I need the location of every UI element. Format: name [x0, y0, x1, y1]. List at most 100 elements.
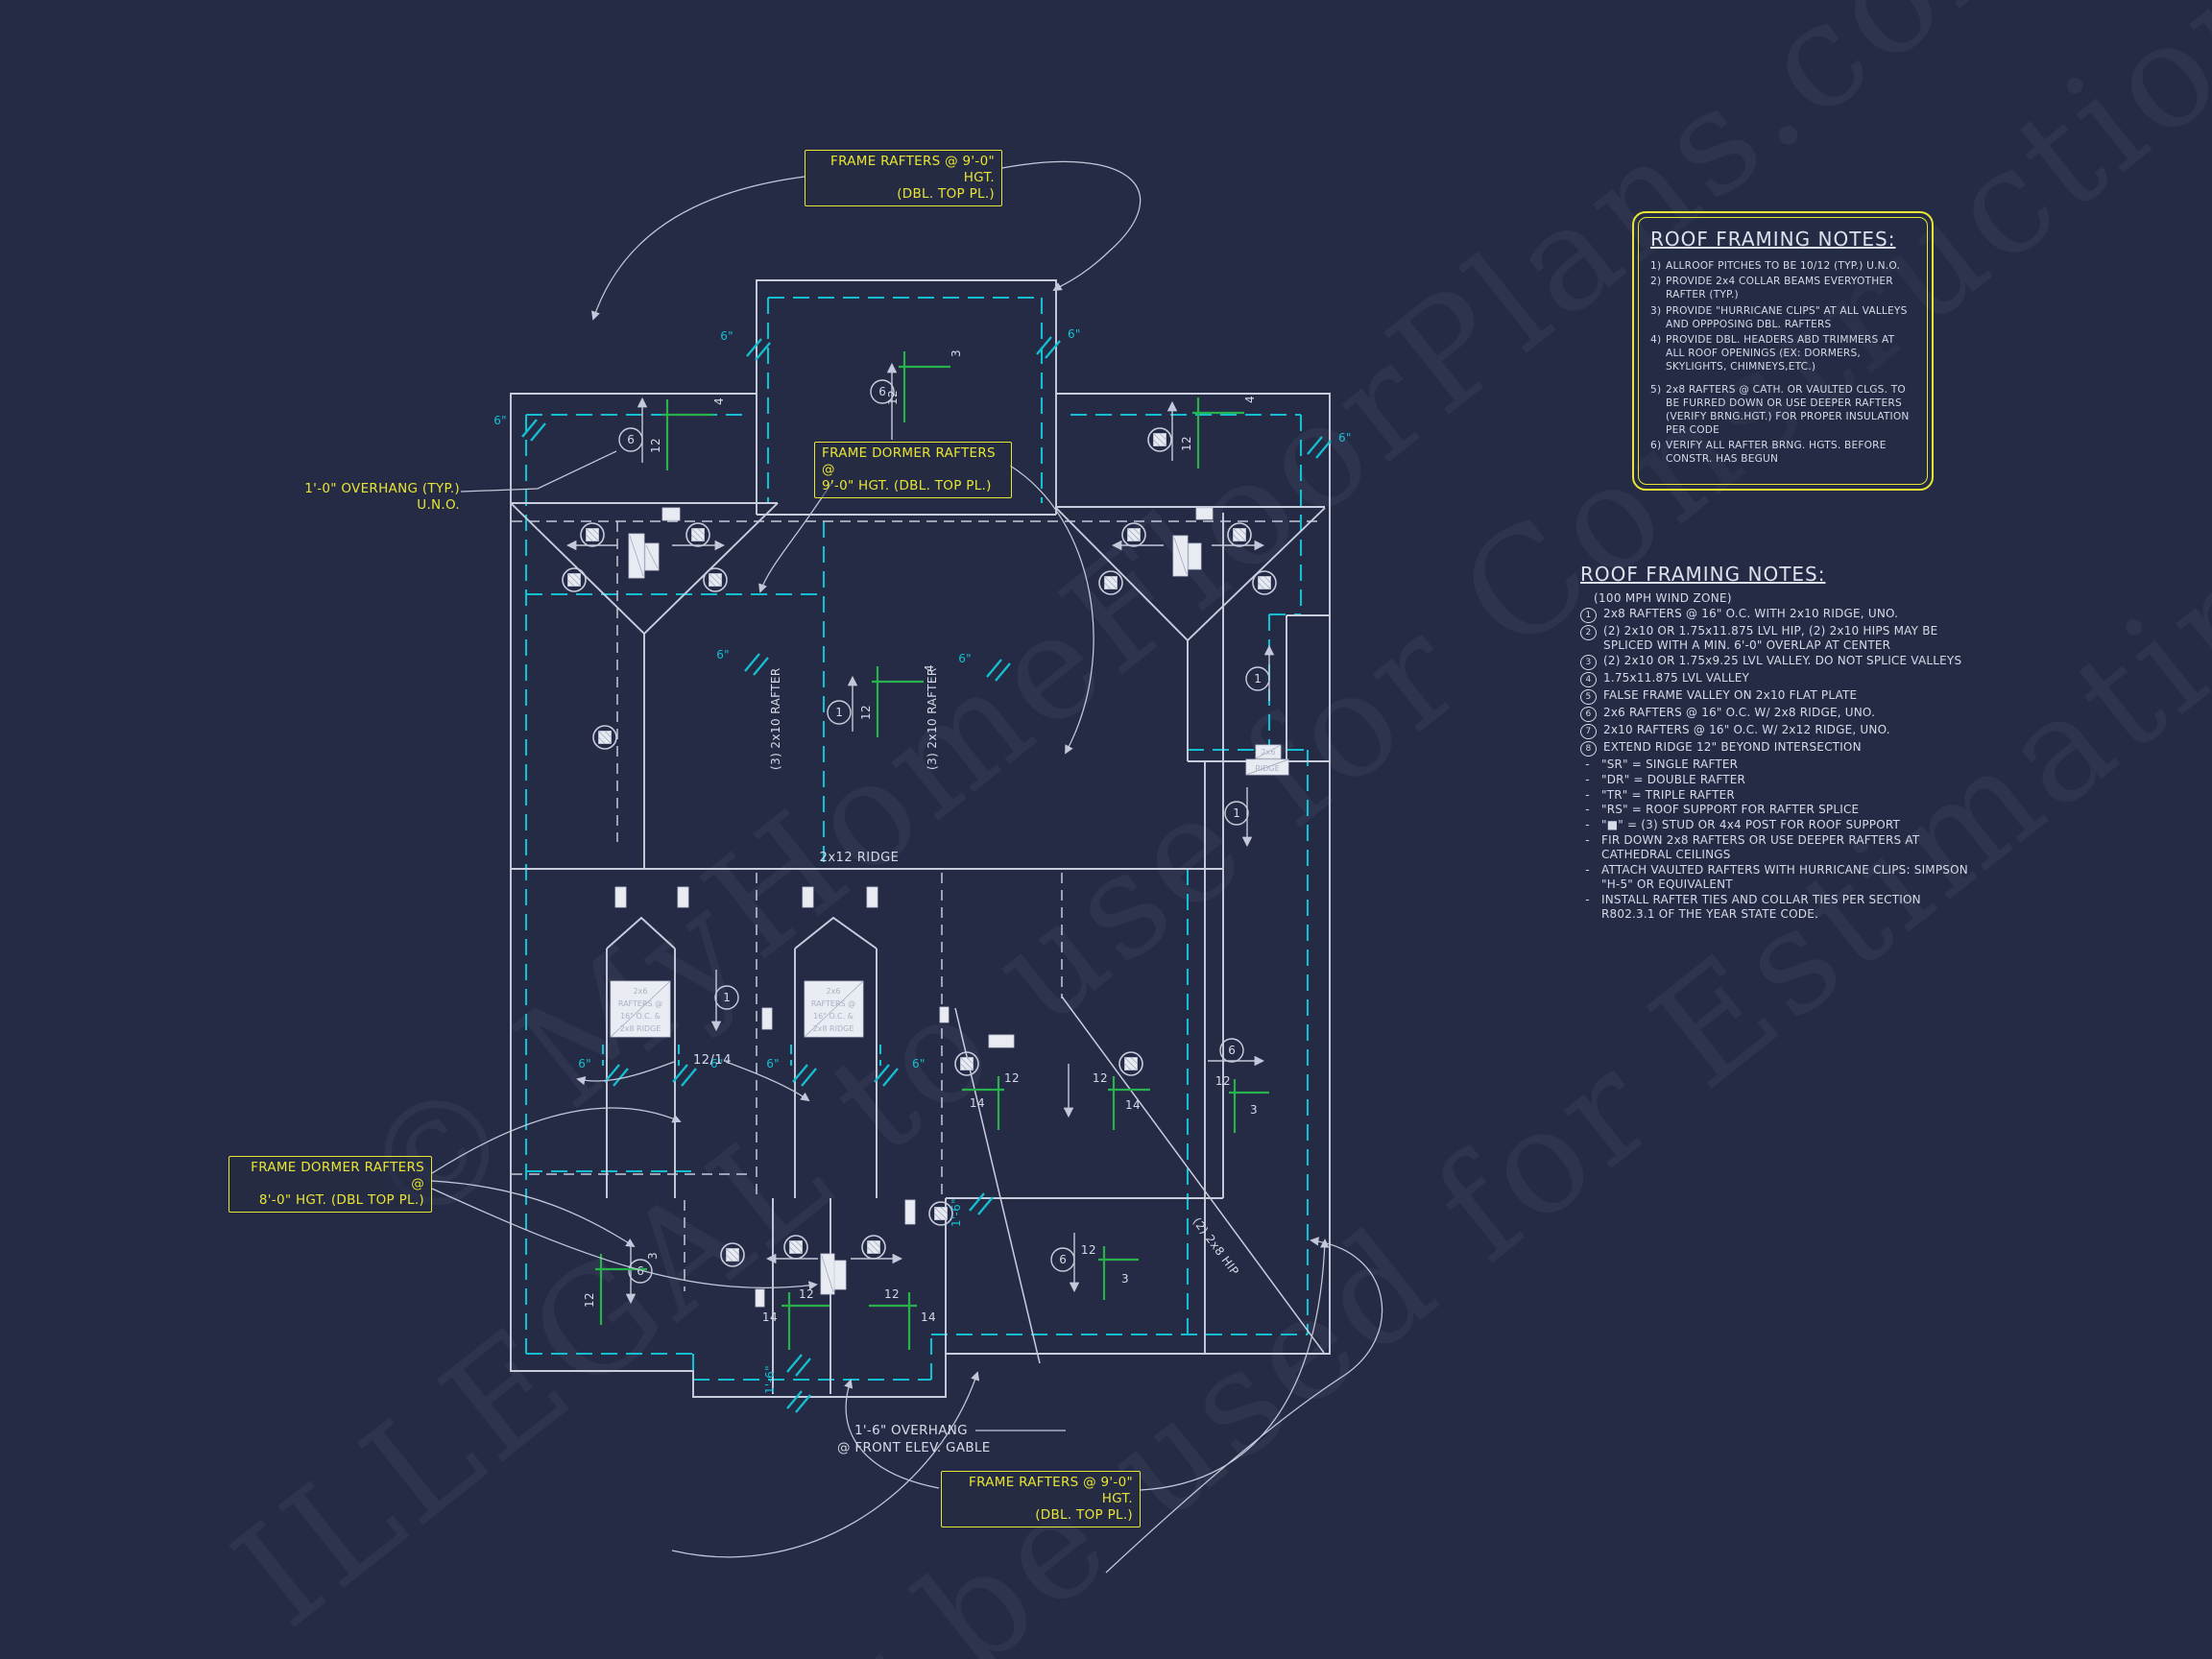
callout-line: FRAME DORMER RAFTERS @: [822, 445, 996, 477]
notes-box-item: 5) 2x8 RAFTERS @ CATH. OR VAULTED CLGS. …: [1650, 383, 1910, 437]
notes-list-item: 2 (2) 2x10 OR 1.75x11.875 LVL HIP, (2) 2…: [1580, 624, 1972, 653]
callout-line: FRAME RAFTERS @ 9'-0" HGT.: [830, 154, 995, 185]
wall-plate-dashed-lines: [524, 296, 1310, 1382]
roof-support-blocks: [614, 507, 1214, 1308]
rafter-3-2x10-label: (3) 2x10 RAFTER: [769, 667, 782, 770]
notes-list-item: 3 (2) 2x10 OR 1.75x9.25 LVL VALLEY. DO N…: [1580, 654, 1972, 670]
notes-legend-item: - "TR" = TRIPLE RAFTER: [1585, 787, 1735, 802]
svg-text:6": 6": [1338, 431, 1352, 445]
notes-list-item: 1 2x8 RAFTERS @ 16" O.C. WITH 2x10 RIDGE…: [1580, 607, 1972, 623]
callout-line: (DBL. TOP PL.): [897, 185, 995, 202]
notes-list-item: 4 1.75x11.875 LVL VALLEY: [1580, 671, 1972, 687]
svg-text:3: 3: [646, 1252, 660, 1260]
slope-cross-12-4: 124: [859, 664, 936, 737]
svg-text:4: 4: [1243, 396, 1257, 403]
note-6-bubble: 6: [627, 433, 635, 446]
overhang-1-6-mark: 1'-6": [763, 1365, 777, 1394]
overhang-1-6-mark: 1'-6": [950, 1198, 963, 1227]
slope-cross-12-4: 124: [649, 397, 726, 470]
callout-line: U.N.O.: [417, 496, 460, 513]
callout-line: 1'-6" OVERHANG: [854, 1423, 968, 1438]
svg-text:6": 6": [716, 648, 730, 661]
callout-line: 9'-0" HGT. (DBL. TOP PL.): [822, 477, 992, 493]
notes-legend-item: - FIR DOWN 2x8 RAFTERS OR USE DEEPER RAF…: [1585, 833, 1920, 861]
notes-list-subtitle: (100 MPH WIND ZONE): [1594, 591, 1732, 605]
svg-text:12: 12: [1180, 436, 1193, 451]
notes-list-item: 5 FALSE FRAME VALLEY ON 2x10 FLAT PLATE: [1580, 688, 1972, 705]
notes-legend-item: - "■" = (3) STUD OR 4x4 POST FOR ROOF SU…: [1585, 818, 1901, 832]
slope-cross-12-14: 12 14: [962, 1071, 1020, 1130]
notes-list-item: 7 2x10 RAFTERS @ 16" O.C. W/ 2x12 RIDGE,…: [1580, 723, 1972, 739]
svg-text:12: 12: [1081, 1243, 1096, 1257]
svg-text:3: 3: [950, 349, 963, 357]
notes-list-item: 6 2x6 RAFTERS @ 16" O.C. W/ 2x8 RIDGE, U…: [1580, 706, 1972, 722]
notes-legend-item: - "RS" = ROOF SUPPORT FOR RAFTER SPLICE: [1585, 803, 1860, 817]
notes-list-numbered: 1 2x8 RAFTERS @ 16" O.C. WITH 2x10 RIDGE…: [1580, 607, 1972, 757]
svg-text:6": 6": [766, 1057, 780, 1070]
callout-overhang-1-6: 1'-6" OVERHANG @ FRONT ELEV. GABLE: [837, 1423, 991, 1456]
note-1-bubble: 1: [723, 991, 731, 1004]
ridge-block-ridge-label: RIDGE: [1255, 764, 1279, 773]
svg-text:12: 12: [1004, 1071, 1020, 1085]
notes-legend-item: - "SR" = SINGLE RAFTER: [1585, 757, 1739, 771]
svg-text:16" O.C. &: 16" O.C. &: [620, 1012, 661, 1021]
notes-box-item: 1) ALLROOF PITCHES TO BE 10/12 (TYP.) U.…: [1650, 260, 1901, 272]
notes-legend-item: - INSTALL RAFTER TIES AND COLLAR TIES PE…: [1585, 892, 1921, 921]
notes-box-title: ROOF FRAMING NOTES:: [1650, 228, 1896, 251]
leader-lines: [431, 160, 1383, 1574]
ridge-blocks: 2x6 RIDGE: [1245, 744, 1289, 776]
svg-text:3: 3: [1121, 1272, 1129, 1286]
svg-text:14: 14: [921, 1310, 936, 1324]
note-1-bubble: 1: [835, 706, 843, 719]
svg-text:12: 12: [886, 390, 900, 405]
hip-2x8-label: (2) 2x8 HIP: [1190, 1214, 1242, 1278]
callout-frame-dormer-8: FRAME DORMER RAFTERS @ 8'-0" HGT. (DBL T…: [228, 1156, 432, 1213]
ridge-2x12-label: 2x12 RIDGE: [820, 851, 900, 865]
svg-text:2x6: 2x6: [634, 987, 648, 996]
notes-box-item: 4) PROVIDE DBL. HEADERS ABD TRIMMERS AT …: [1650, 333, 1895, 373]
svg-text:12: 12: [884, 1287, 900, 1301]
svg-text:3: 3: [1250, 1103, 1258, 1117]
callout-line: (DBL. TOP PL.): [1035, 1506, 1133, 1523]
callout-line: @ FRONT ELEV. GABLE: [837, 1439, 991, 1455]
svg-text:14: 14: [762, 1310, 778, 1324]
notes-legend-item: - "DR" = DOUBLE RAFTER: [1585, 772, 1746, 786]
svg-text:12: 12: [649, 438, 662, 453]
note-6-bubble: 6: [637, 1264, 644, 1278]
overhang-marks: 6" 6" 6" 6" 6" 6" 6" 6" 6" 6" 1'-6" 1'-6…: [493, 327, 1352, 1414]
svg-text:6": 6": [958, 652, 972, 665]
notes-box-item: 2) PROVIDE 2x4 COLLAR BEAMS EVERYOTHER R…: [1650, 276, 1893, 301]
svg-text:16" O.C. &: 16" O.C. &: [813, 1012, 854, 1021]
callout-line: FRAME DORMER RAFTERS @: [251, 1160, 424, 1191]
callout-line: 1'-0" OVERHANG (TYP.): [304, 481, 460, 496]
callout-frame-rafters-bottom: FRAME RAFTERS @ 9'-0" HGT. (DBL. TOP PL.…: [941, 1471, 1141, 1527]
svg-text:RAFTERS @: RAFTERS @: [618, 999, 662, 1008]
slope-cross-12-4: 12 4: [1180, 396, 1257, 469]
notes-list-item: 8 EXTEND RIDGE 12" BEYOND INTERSECTION: [1580, 740, 1972, 757]
slope-cross-12-14: 12 14: [869, 1287, 936, 1350]
roof-framing-notes-list: ROOF FRAMING NOTES: (100 MPH WIND ZONE) …: [1580, 563, 1972, 922]
note-1-bubble: 1: [1254, 672, 1262, 685]
roof-framing-notes-box: ROOF FRAMING NOTES: 1) ALLROOF PITCHES T…: [1632, 211, 1934, 491]
svg-text:12: 12: [1215, 1074, 1231, 1088]
svg-text:6": 6": [578, 1057, 591, 1070]
callout-frame-dormer-9: FRAME DORMER RAFTERS @ 9'-0" HGT. (DBL. …: [814, 442, 1012, 498]
roof-framing-notes-box-inner: ROOF FRAMING NOTES: 1) ALLROOF PITCHES T…: [1638, 217, 1928, 485]
svg-text:12: 12: [859, 705, 873, 720]
rafter-note-bubbles: 6 6 6 6 6 1 1 1 1: [618, 379, 1270, 1284]
svg-text:2x8 RIDGE: 2x8 RIDGE: [620, 1024, 661, 1033]
notes-legend-item: - ATTACH VAULTED RAFTERS WITH HURRICANE …: [1585, 862, 1968, 891]
slope-cross-12-3: 12 3: [886, 349, 963, 422]
svg-text:2x8 RIDGE: 2x8 RIDGE: [813, 1024, 854, 1033]
svg-text:14: 14: [970, 1096, 985, 1110]
svg-text:RAFTERS @: RAFTERS @: [811, 999, 855, 1008]
note-6-bubble: 6: [1228, 1044, 1236, 1057]
notes-list-title: ROOF FRAMING NOTES:: [1580, 563, 1826, 586]
svg-text:12: 12: [583, 1292, 596, 1308]
ridge-block-2x6-label: 2x6: [1262, 748, 1276, 757]
notes-box-item: 6) VERIFY ALL RAFTER BRNG. HGTS. BEFORE …: [1650, 440, 1887, 466]
